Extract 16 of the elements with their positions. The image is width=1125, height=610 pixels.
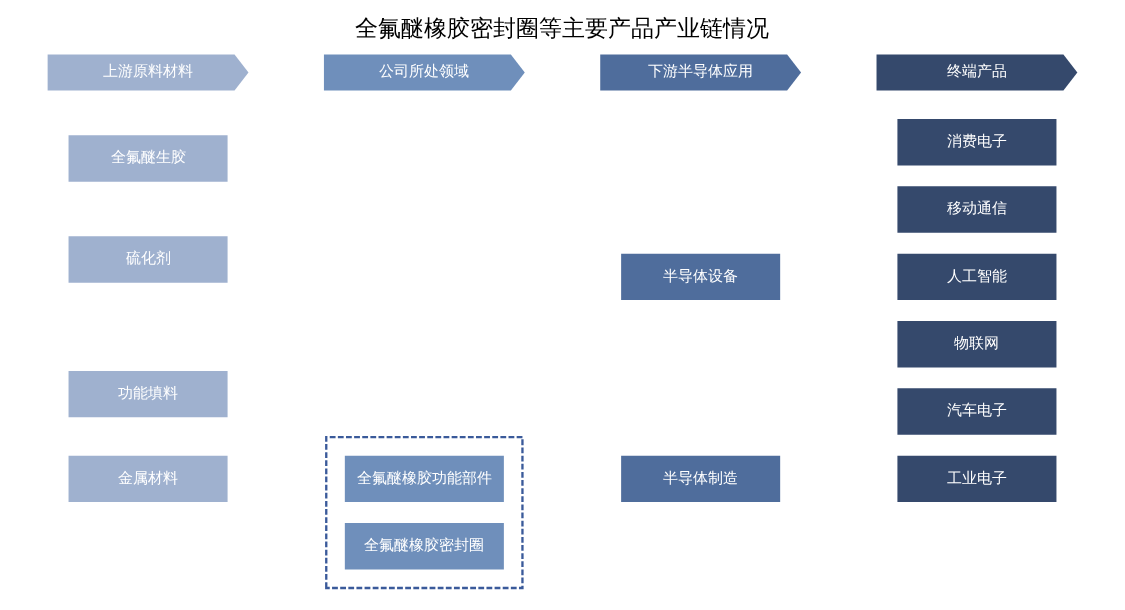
node-box: 半导体制造 [621,455,781,503]
node-box: 汽车电子 [897,388,1057,435]
node-box: 全氟醚橡胶功能部件 [344,455,504,503]
node-box: 功能填料 [68,370,228,418]
node-box: 全氟醚生胶 [68,135,228,182]
node-box: 金属材料 [68,455,228,503]
node-box: 半导体设备 [621,253,781,301]
node-box: 人工智能 [897,253,1057,301]
node-box: 消费电子 [897,118,1057,166]
node-box: 移动通信 [897,186,1057,233]
node-box: 物联网 [897,320,1057,368]
node-box: 硫化剂 [68,236,228,283]
node-box: 全氟醚橡胶密封圈 [344,522,504,570]
cluster [325,435,524,590]
node-box: 工业电子 [897,455,1057,503]
diagram-title: 全氟醚橡胶密封圈等主要产品产业链情况 [355,13,770,41]
